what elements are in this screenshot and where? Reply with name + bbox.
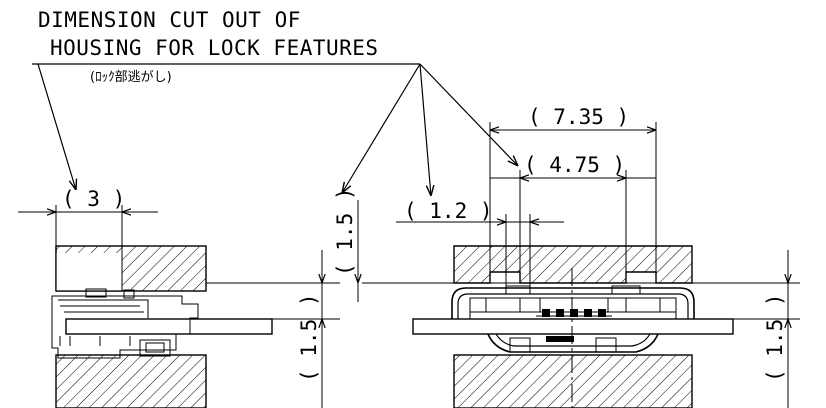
- right-contacts: [542, 309, 606, 317]
- dim-1-5-left-low-label: ( 1.5 ): [297, 293, 321, 382]
- leader-right-3: [419, 63, 518, 166]
- middle-vertical-dimension: ( 1.5 ): [333, 187, 358, 302]
- right-bottom-housing: [453, 354, 693, 408]
- left-side-view: ( 3 ) ( 1.5 ): [18, 187, 340, 408]
- dim-3-label: ( 3 ): [62, 187, 125, 211]
- right-connector-shell-bottom: [487, 333, 659, 353]
- right-connector-shell-top: [451, 287, 695, 319]
- right-front-view: ( 7.35 ) ( 4.75 ) ( 1.2 ) ( 1.5 ): [362, 105, 800, 408]
- title-line-2: HOUSING FOR LOCK FEATURES: [50, 36, 379, 60]
- right-pcb: [412, 318, 734, 335]
- title-subtitle: (ﾛｯｸ部逃がし): [90, 70, 172, 85]
- title-line-1: DIMENSION CUT OUT OF: [38, 8, 301, 32]
- leader-left: [37, 63, 76, 190]
- left-bottom-housing: [55, 354, 207, 408]
- dim-1-5-mid-label: ( 1.5 ): [333, 187, 357, 276]
- leader-right-2: [419, 63, 431, 196]
- left-pcb: [65, 318, 273, 335]
- leader-right-1: [342, 63, 421, 193]
- dim-1-2-label: ( 1.2 ): [404, 199, 493, 223]
- left-connector-body: [51, 295, 199, 359]
- dim-7-35-label: ( 7.35 ): [528, 105, 629, 129]
- dim-1-5-right-low-label: ( 1.5 ): [763, 293, 787, 382]
- dim-4-75-label: ( 4.75 ): [524, 153, 625, 177]
